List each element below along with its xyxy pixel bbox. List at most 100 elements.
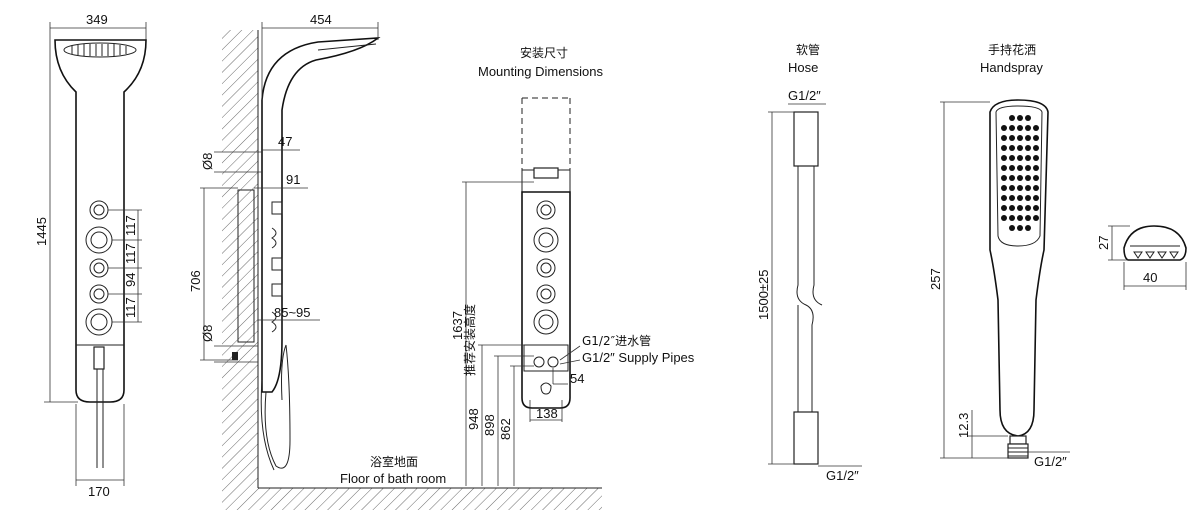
body-jet-1 <box>85 226 113 254</box>
spray-nozzle <box>1033 165 1039 171</box>
spray-nozzle <box>1025 225 1031 231</box>
spray-nozzle <box>1033 205 1039 211</box>
supply-inlet-left <box>533 356 545 368</box>
spray-nozzle <box>1001 195 1007 201</box>
spray-nozzle <box>1001 165 1007 171</box>
spray-nozzle <box>1009 185 1015 191</box>
spray-nozzle <box>1017 165 1023 171</box>
control-knob-1 <box>89 200 109 220</box>
spray-nozzle <box>1025 125 1031 131</box>
spray-nozzle <box>1033 135 1039 141</box>
spray-nozzle <box>1033 195 1039 201</box>
hose-body <box>796 166 823 412</box>
floor-label-cn: 浴室地面 <box>370 454 418 469</box>
spray-nozzle <box>1017 155 1023 161</box>
dim-pipe-dia-top: Ø8 <box>200 153 215 170</box>
spray-nozzle <box>1017 185 1023 191</box>
spray-nozzle <box>1033 125 1039 131</box>
handspray-body <box>989 99 1049 437</box>
spray-nozzle <box>1033 215 1039 221</box>
hose-thread-top: G1/2″ <box>788 88 821 103</box>
dim-138: 138 <box>536 406 558 421</box>
panel-profile <box>261 37 381 393</box>
handspray-thread-label: G1/2″ <box>1034 454 1067 469</box>
spray-nozzle <box>1025 115 1031 121</box>
install-height-label-cn: 推荐安装高度 <box>462 304 477 376</box>
spray-nozzle <box>1017 135 1023 141</box>
spray-nozzle <box>1017 175 1023 181</box>
spray-nozzle <box>1009 215 1015 221</box>
spray-nozzle <box>1025 205 1031 211</box>
dim-offset-47: 47 <box>278 134 292 149</box>
hose-length: 1500±25 <box>756 269 771 320</box>
dim-862: 862 <box>498 418 513 440</box>
spray-nozzle <box>1009 225 1015 231</box>
spray-nozzle <box>1001 175 1007 181</box>
spray-nozzle <box>1009 205 1015 211</box>
dim-898: 898 <box>482 414 497 436</box>
dim-height-706: 706 <box>188 270 203 292</box>
wall-hatch <box>222 30 258 488</box>
dim-948: 948 <box>466 408 481 430</box>
handspray-head-section <box>1123 225 1187 261</box>
supply-pipes-cn: G1/2″进水管 <box>582 333 651 348</box>
spray-nozzle <box>1025 135 1031 141</box>
spray-nozzle <box>1001 205 1007 211</box>
dim-pipe-dia-bottom: Ø8 <box>200 325 215 342</box>
dim-spacing-3: 94 <box>123 273 138 287</box>
dim-depth: 454 <box>310 12 332 27</box>
spray-nozzle <box>1001 215 1007 221</box>
hose-top-fitting <box>793 111 819 167</box>
spray-nozzle <box>1033 175 1039 181</box>
mounting-title-cn: 安装尺寸 <box>520 45 568 60</box>
spray-nozzle <box>1025 185 1031 191</box>
spray-nozzle <box>1009 175 1015 181</box>
spray-nozzle <box>1033 155 1039 161</box>
hose-thread-bottom: G1/2″ <box>826 468 859 483</box>
spray-nozzle <box>1025 175 1031 181</box>
dim-range: 85~95 <box>274 305 311 320</box>
spray-nozzle <box>1017 145 1023 151</box>
spray-nozzle <box>1009 165 1015 171</box>
spray-nozzle <box>1009 125 1015 131</box>
control-knob-3 <box>89 284 109 304</box>
hose-view: 软管 Hose G1/2″ 1500±25 G1/2″ <box>756 42 862 483</box>
head-height: 27 <box>1096 236 1111 250</box>
dim-54: 54 <box>570 371 584 386</box>
mounting-bracket <box>237 189 255 343</box>
spray-nozzle <box>1017 195 1023 201</box>
spray-nozzle <box>1009 145 1015 151</box>
hose-loop <box>264 344 291 469</box>
handspray-holder <box>93 346 105 370</box>
spray-nozzle <box>1001 185 1007 191</box>
spray-nozzle <box>1001 135 1007 141</box>
supply-pipes-en: G1/2″ Supply Pipes <box>582 350 695 365</box>
spray-nozzle <box>1001 155 1007 161</box>
spray-nozzle <box>1017 115 1023 121</box>
handspray-neck: 12.3 <box>956 413 971 438</box>
spray-nozzle <box>1017 205 1023 211</box>
supply-inlet-right <box>547 356 559 368</box>
body-jet-2 <box>85 308 113 336</box>
handspray-length: 257 <box>928 268 943 290</box>
dim-spacing-1: 117 <box>123 215 138 236</box>
handspray-view: 手持花洒 Handspray 257 12.3 G1/2″ 27 <box>928 42 1187 469</box>
spray-nozzle <box>1025 215 1031 221</box>
dim-width-top: 349 <box>86 12 108 27</box>
dim-height: 1445 <box>34 217 49 246</box>
spray-face <box>995 105 1043 247</box>
panel-back <box>521 191 571 409</box>
mounting-view: 安装尺寸 Mounting Dimensions G1/2″进水管 G1/2″ … <box>340 45 695 486</box>
hose-title-en: Hose <box>788 60 818 75</box>
spray-nozzle <box>1033 145 1039 151</box>
floor-hatch <box>222 488 602 510</box>
rain-shower-grille <box>63 42 137 58</box>
front-view: 349 1445 117 <box>34 12 147 499</box>
hose-title-cn: 软管 <box>796 42 820 57</box>
spray-nozzle <box>1017 215 1023 221</box>
spray-nozzle <box>1009 195 1015 201</box>
dim-spacing-2: 117 <box>123 243 138 264</box>
wall-hook <box>533 167 559 179</box>
hose-bottom-fitting <box>793 411 819 465</box>
